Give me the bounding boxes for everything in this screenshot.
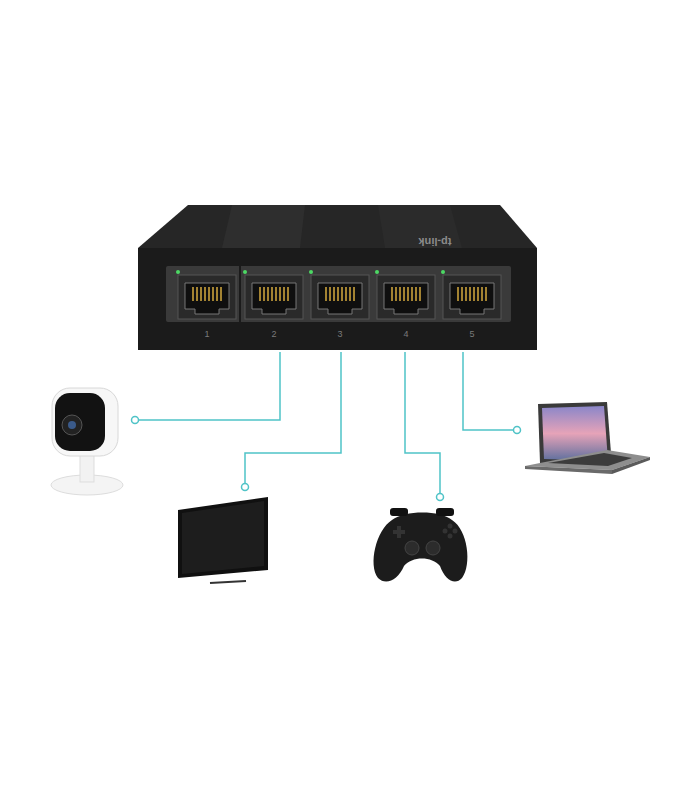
button	[443, 529, 448, 534]
controller-trigger	[436, 508, 454, 516]
tv-stand	[210, 581, 246, 583]
laptop-edge	[525, 466, 612, 474]
button	[448, 534, 453, 539]
button	[453, 529, 458, 534]
switch-top	[138, 205, 537, 248]
rj45-port	[176, 270, 236, 319]
rj45-port	[243, 270, 303, 319]
thumbstick	[405, 541, 419, 555]
port-panel	[166, 266, 511, 322]
leader-line	[463, 352, 517, 430]
tv-panel	[182, 501, 264, 574]
rj45-port	[309, 270, 369, 319]
rj45-port	[375, 270, 435, 319]
leader-line	[135, 352, 280, 420]
leader-dot	[437, 494, 444, 501]
top-panel	[222, 205, 305, 248]
controller-body	[374, 513, 468, 582]
laptop-keyboard	[548, 453, 632, 466]
controller-trigger	[390, 508, 408, 516]
button	[448, 524, 453, 529]
port-number: 4	[403, 330, 408, 339]
rj45-port	[441, 270, 501, 319]
dpad	[393, 526, 405, 538]
camera-lens	[62, 415, 82, 435]
leader-line	[245, 352, 341, 487]
panel-divider	[239, 266, 241, 322]
thumbstick	[426, 541, 440, 555]
laptop-edge	[612, 457, 650, 474]
port-number: 5	[469, 330, 474, 339]
camera-lens-glass	[68, 421, 76, 429]
port-number: 3	[337, 330, 342, 339]
leader-dot	[242, 484, 249, 491]
leader-line	[405, 352, 440, 497]
port-number: 2	[271, 330, 276, 339]
leader-dot	[132, 417, 139, 424]
brand-logo: tp-link	[419, 236, 452, 247]
camera-face	[55, 393, 105, 451]
leader-dot	[514, 427, 521, 434]
switch-front	[138, 248, 537, 350]
port-number: 1	[204, 330, 209, 339]
camera-body	[52, 388, 118, 456]
tv-screen	[178, 497, 268, 578]
top-panel	[378, 205, 462, 248]
